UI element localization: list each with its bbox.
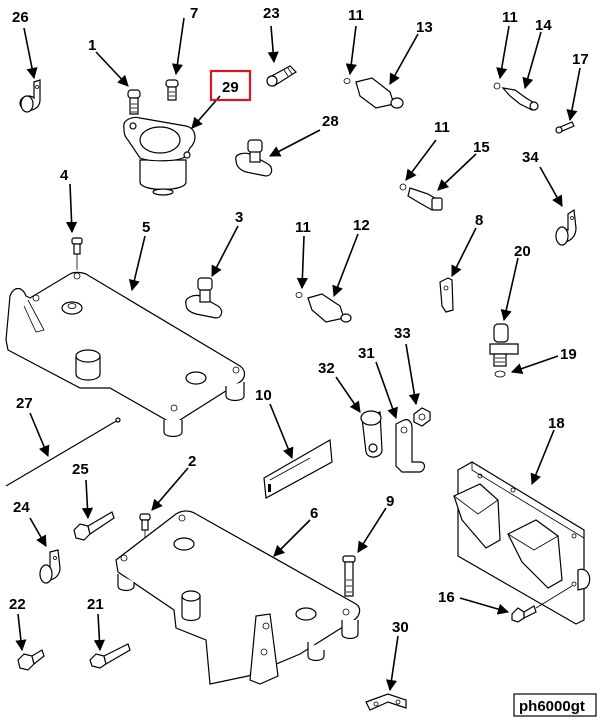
- callout-15[interactable]: 15: [473, 139, 490, 156]
- callout-6[interactable]: 6: [310, 505, 318, 522]
- callout-25[interactable]: 25: [72, 461, 89, 478]
- bolt-part-22[interactable]: [17, 649, 45, 671]
- pressure-sensor-part-13[interactable]: [343, 77, 404, 109]
- temperature-sensor-part-14[interactable]: [493, 82, 539, 111]
- callout-4[interactable]: 4: [60, 167, 69, 184]
- bracket-part-30[interactable]: [365, 693, 407, 711]
- bolt-part-4[interactable]: [71, 237, 83, 270]
- svg-text:29: 29: [222, 79, 239, 96]
- callout-21[interactable]: 21: [87, 596, 104, 613]
- callout-28[interactable]: 28: [322, 113, 339, 130]
- callout-32[interactable]: 32: [318, 360, 335, 377]
- clamp-part-24[interactable]: [39, 549, 61, 584]
- clamp-part-34[interactable]: [555, 208, 577, 246]
- callout-31[interactable]: 31: [358, 345, 375, 362]
- o-ring-part-19[interactable]: [494, 370, 506, 378]
- mounting-plate-part-5[interactable]: [5, 271, 246, 438]
- callout-26[interactable]: 26: [12, 9, 29, 26]
- callout-7[interactable]: 7: [190, 5, 198, 22]
- callout-12[interactable]: 12: [353, 217, 370, 234]
- cable-tie-part-27[interactable]: [5, 417, 121, 487]
- sensor-part-15[interactable]: [399, 183, 443, 211]
- callout-labels: 26 7 23 11 13 11 14 17 1 29 28 11 15 34 …: [9, 5, 589, 636]
- sensor-part-28[interactable]: [235, 139, 273, 177]
- callout-33[interactable]: 33: [394, 325, 411, 342]
- highlighted-callout-29[interactable]: 29: [209, 69, 252, 102]
- callout-34[interactable]: 34: [522, 149, 539, 166]
- tab-part-8[interactable]: [439, 277, 454, 313]
- callout-1[interactable]: 1: [88, 37, 96, 54]
- callout-20[interactable]: 20: [514, 243, 531, 260]
- connector-part-23[interactable]: [266, 65, 297, 87]
- callout-18[interactable]: 18: [548, 415, 565, 432]
- bracket-part-31[interactable]: [395, 419, 426, 473]
- bolt-part-21[interactable]: [89, 643, 131, 669]
- callout-23[interactable]: 23: [263, 5, 280, 22]
- callout-11[interactable]: 11: [502, 9, 518, 26]
- leader-arrows: [15, 17, 581, 692]
- callout-14[interactable]: 14: [535, 17, 552, 34]
- callout-9[interactable]: 9: [386, 493, 394, 510]
- callout-3[interactable]: 3: [235, 209, 243, 226]
- bolt-part-16[interactable]: [511, 585, 573, 623]
- callout-10[interactable]: 10: [255, 387, 272, 404]
- reference-code-box: ph6000gt: [513, 693, 597, 717]
- callout-11[interactable]: 11: [295, 219, 311, 236]
- pressure-switch-part-12[interactable]: [295, 292, 352, 323]
- callout-11[interactable]: 11: [348, 7, 364, 24]
- callout-5[interactable]: 5: [142, 219, 150, 236]
- callout-17[interactable]: 17: [572, 51, 589, 68]
- sensor-part-3[interactable]: [185, 277, 223, 319]
- callout-27[interactable]: 27: [16, 395, 33, 412]
- mounting-plate-part-6[interactable]: [115, 510, 361, 685]
- reference-code: ph6000gt: [519, 698, 585, 715]
- pin-part-17[interactable]: [555, 121, 575, 134]
- control-module-part-18[interactable]: [453, 461, 591, 625]
- decal-part-10[interactable]: [263, 439, 333, 499]
- clamp-part-32[interactable]: [360, 410, 383, 458]
- bolt-part-1[interactable]: [127, 89, 141, 115]
- solenoid-part-29[interactable]: [123, 116, 196, 196]
- callout-19[interactable]: 19: [560, 346, 577, 363]
- callout-30[interactable]: 30: [392, 619, 409, 636]
- callout-13[interactable]: 13: [416, 19, 433, 36]
- callout-16[interactable]: 16: [438, 589, 455, 606]
- callout-2[interactable]: 2: [188, 453, 196, 470]
- speed-sensor-part-20[interactable]: [489, 323, 519, 367]
- callout-11[interactable]: 11: [434, 119, 450, 136]
- callout-8[interactable]: 8: [475, 212, 483, 229]
- bolt-part-25[interactable]: [73, 511, 115, 541]
- callout-24[interactable]: 24: [13, 499, 30, 516]
- bolt-part-7[interactable]: [165, 79, 179, 101]
- bolt-part-9[interactable]: [342, 555, 356, 597]
- callout-22[interactable]: 22: [9, 596, 26, 613]
- nut-part-33[interactable]: [413, 407, 431, 427]
- clamp-part-26[interactable]: [19, 79, 41, 113]
